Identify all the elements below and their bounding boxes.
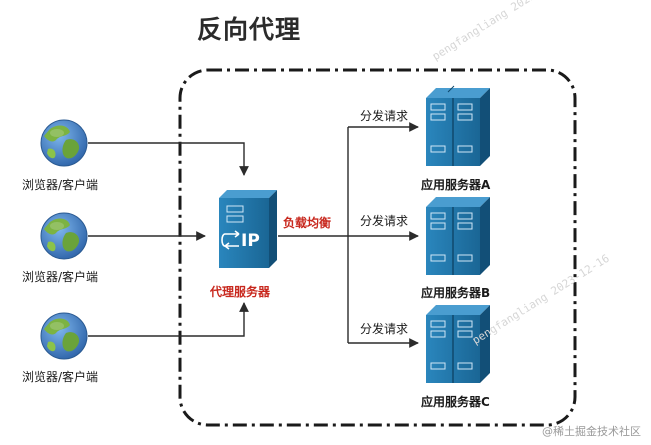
client-label: 浏览器/客户端 [22, 270, 99, 284]
client-3-connection [88, 302, 249, 337]
proxy-server-label: 代理服务器 [210, 285, 271, 299]
server-rack-icon [426, 85, 490, 166]
reverse-proxy-boundary [178, 68, 577, 427]
client-label: 浏览器/客户端 [22, 370, 99, 384]
server-label-a: 应用服务器A [421, 178, 491, 192]
globe-icon [40, 212, 88, 260]
proxy-icon-text: IP [241, 231, 260, 251]
server-label-b: 应用服务器B [421, 286, 491, 300]
server-label-c: 应用服务器C [421, 395, 490, 409]
client-label: 浏览器/客户端 [22, 178, 99, 192]
server-rack-icon [426, 305, 490, 383]
edge-label-server-c: 分发请求 [360, 322, 409, 336]
globe-icon [40, 119, 88, 167]
load-balance-label: 负载均衡 [283, 216, 332, 230]
server-rack-icon [426, 197, 490, 275]
proxy-server-icon: IP [219, 190, 277, 268]
brand-label: @稀土掘金技术社区 [542, 425, 641, 438]
globe-icon [40, 312, 88, 360]
edge-label-server-a: 分发请求 [360, 109, 409, 123]
page-title: 反向代理 [197, 15, 302, 44]
client-1-connection [88, 142, 249, 176]
edge-label-server-b: 分发请求 [360, 214, 409, 228]
